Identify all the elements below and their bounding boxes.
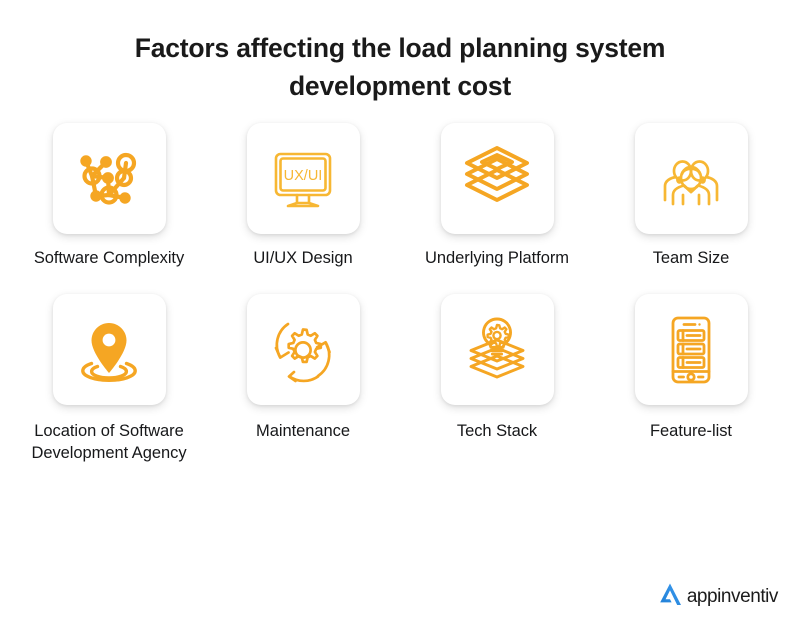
- factor-card[interactable]: UX/UI: [246, 123, 360, 235]
- brand-logo: appinventiv: [655, 579, 778, 614]
- people-group-icon: [654, 142, 728, 216]
- factor-item-feature-list[interactable]: Feature-list: [594, 294, 788, 465]
- factor-item-location-of-software-development-agency[interactable]: Location of Software Development Agency: [12, 294, 206, 465]
- factor-label: UI/UX Design: [253, 249, 353, 268]
- factor-label: Software Complexity: [33, 249, 185, 268]
- factor-card[interactable]: [634, 294, 748, 406]
- factor-item-tech-stack[interactable]: Tech Stack: [400, 294, 594, 465]
- location-pin-icon: [72, 313, 146, 387]
- factor-label: Maintenance: [256, 422, 350, 441]
- factor-item-team-size[interactable]: Team Size: [594, 123, 788, 294]
- factor-label: Underlying Platform: [425, 249, 569, 268]
- brand-logo-text: appinventiv: [686, 586, 779, 607]
- factor-label: Team Size: [652, 249, 730, 268]
- factors-grid: Software Complexity UX/UI: [0, 123, 800, 465]
- mobile-list-icon: [654, 313, 728, 387]
- factor-card[interactable]: [440, 123, 554, 235]
- factor-card[interactable]: [246, 294, 360, 406]
- factor-card[interactable]: [52, 294, 166, 406]
- factor-label: Feature-list: [650, 422, 732, 441]
- factor-card[interactable]: [440, 294, 554, 406]
- factor-item-underlying-platform[interactable]: Underlying Platform: [400, 123, 594, 294]
- monitor-screen-text: UX/UI: [284, 168, 323, 184]
- lightbulb-layers-icon: [460, 313, 534, 387]
- factor-label: Tech Stack: [456, 422, 538, 441]
- factor-label: Location of Software Development Agency: [31, 422, 187, 463]
- factor-item-ui-ux-design[interactable]: UX/UI UI/UX Design: [206, 123, 400, 294]
- page-title: Factors affecting the load planning syst…: [134, 33, 666, 101]
- factor-card[interactable]: [52, 123, 166, 235]
- factor-item-software-complexity[interactable]: Software Complexity: [12, 123, 206, 294]
- stacked-layers-icon: [460, 142, 534, 216]
- factor-item-maintenance[interactable]: Maintenance: [206, 294, 400, 465]
- factor-card[interactable]: [634, 123, 748, 235]
- gear-refresh-icon: [266, 313, 340, 387]
- monitor-uxui-icon: UX/UI: [266, 142, 340, 216]
- appinventiv-a-chevron-icon: [655, 579, 685, 614]
- network-nodes-icon: [72, 142, 146, 216]
- title-block: Factors affecting the load planning syst…: [0, 0, 800, 105]
